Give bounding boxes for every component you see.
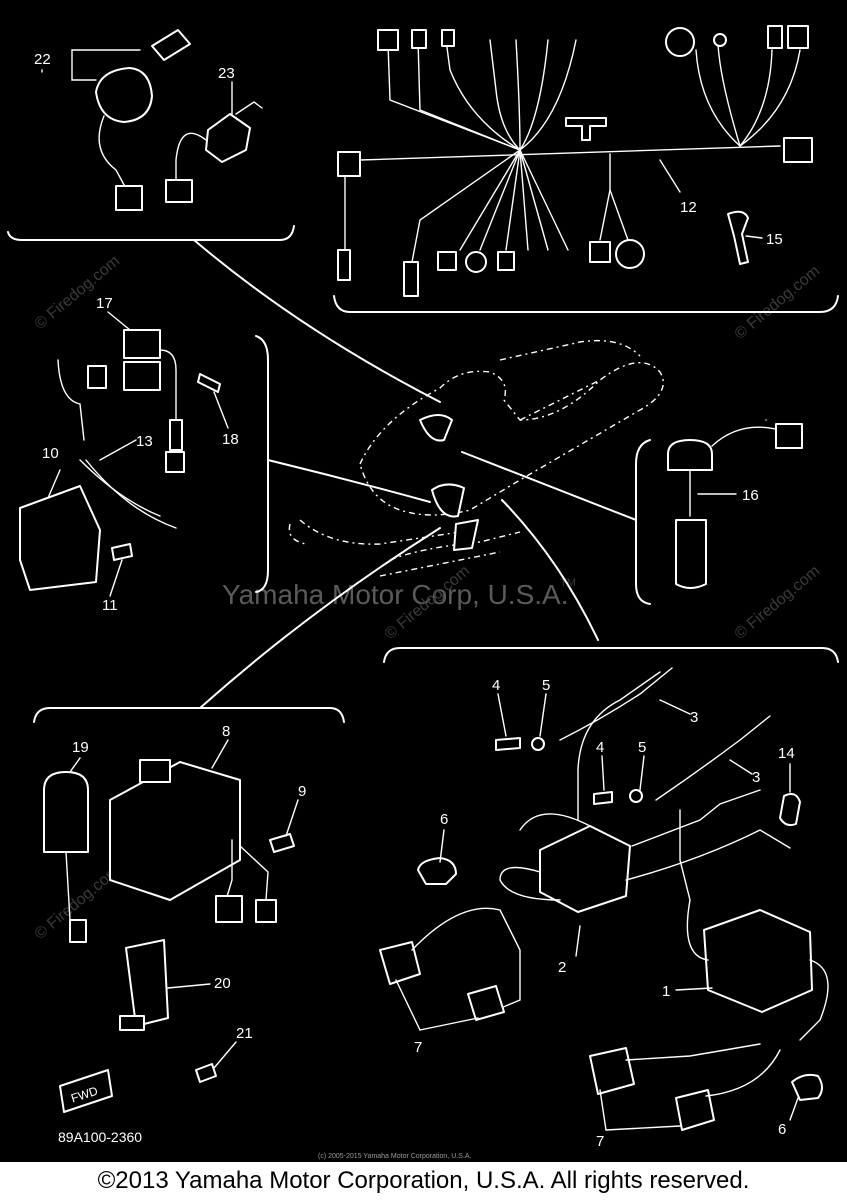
- part-label-17: 17: [96, 295, 113, 312]
- label-leaders: [47, 159, 799, 1131]
- ignition-coil-group: [379, 667, 829, 1131]
- part-label-12: 12: [680, 199, 697, 216]
- part-number-labels: 1 2 3 3 4 4 5 5 6 6 7 7 8 9 10 11 12 13 …: [34, 51, 795, 1150]
- parts-diagram: Yamaha Motor Corp, U.S.A. TM © Firedog.c…: [0, 0, 847, 1162]
- part-label-11: 11: [102, 597, 118, 614]
- part-label-7: 7: [414, 1039, 422, 1056]
- part-label-3: 3: [690, 709, 698, 726]
- watermark-text: Yamaha Motor Corp, U.S.A.: [222, 579, 569, 610]
- part-label-6: 6: [778, 1121, 786, 1138]
- copyright-text: ©2013 Yamaha Motor Corporation, U.S.A. A…: [97, 1167, 750, 1194]
- part-label-1: 1: [662, 983, 670, 1000]
- sensor-group: [667, 423, 803, 589]
- part-label-4: 4: [596, 739, 604, 756]
- part-label-5: 5: [542, 677, 550, 694]
- part-label-15: 15: [766, 231, 783, 248]
- part-label-22: 22: [34, 51, 51, 68]
- part-label-19: 19: [72, 739, 89, 756]
- part-label-23: 23: [218, 65, 235, 82]
- regulator-relay-group: [19, 69, 221, 591]
- part-label-21: 21: [236, 1025, 253, 1042]
- part-label-9: 9: [298, 783, 306, 800]
- part-label-5: 5: [638, 739, 646, 756]
- part-label-8: 8: [222, 723, 230, 740]
- site-watermark: © Firedog.com: [32, 252, 123, 333]
- part-label-20: 20: [214, 975, 231, 992]
- wire-harness-diagram: [337, 25, 813, 297]
- main-switch-group: [71, 29, 263, 211]
- cdi-unit-group: FWD: [43, 759, 295, 1113]
- part-label-18: 18: [222, 431, 239, 448]
- part-label-16: 16: [742, 487, 759, 504]
- part-label-14: 14: [778, 745, 795, 762]
- fine-print: (c) 2005-2015 Yamaha Motor Corporation, …: [318, 1153, 471, 1160]
- site-watermark: © Firedog.com: [732, 562, 823, 643]
- part-label-2: 2: [558, 959, 566, 976]
- site-watermark: © Firedog.com: [732, 262, 823, 343]
- group-brackets: [7, 225, 839, 723]
- part-label-3: 3: [752, 769, 760, 786]
- part-label-13: 13: [136, 433, 153, 450]
- part-label-6: 6: [440, 811, 448, 828]
- leader-lines: [193, 239, 637, 709]
- part-label-4: 4: [492, 677, 500, 694]
- drawing-code: 89A100-2360: [58, 1129, 142, 1145]
- part-label-7: 7: [596, 1133, 604, 1150]
- part-label-10: 10: [42, 445, 59, 462]
- copyright-footer: ©2013 Yamaha Motor Corporation, U.S.A. A…: [0, 1162, 847, 1200]
- snowmobile-illustration: [288, 339, 664, 577]
